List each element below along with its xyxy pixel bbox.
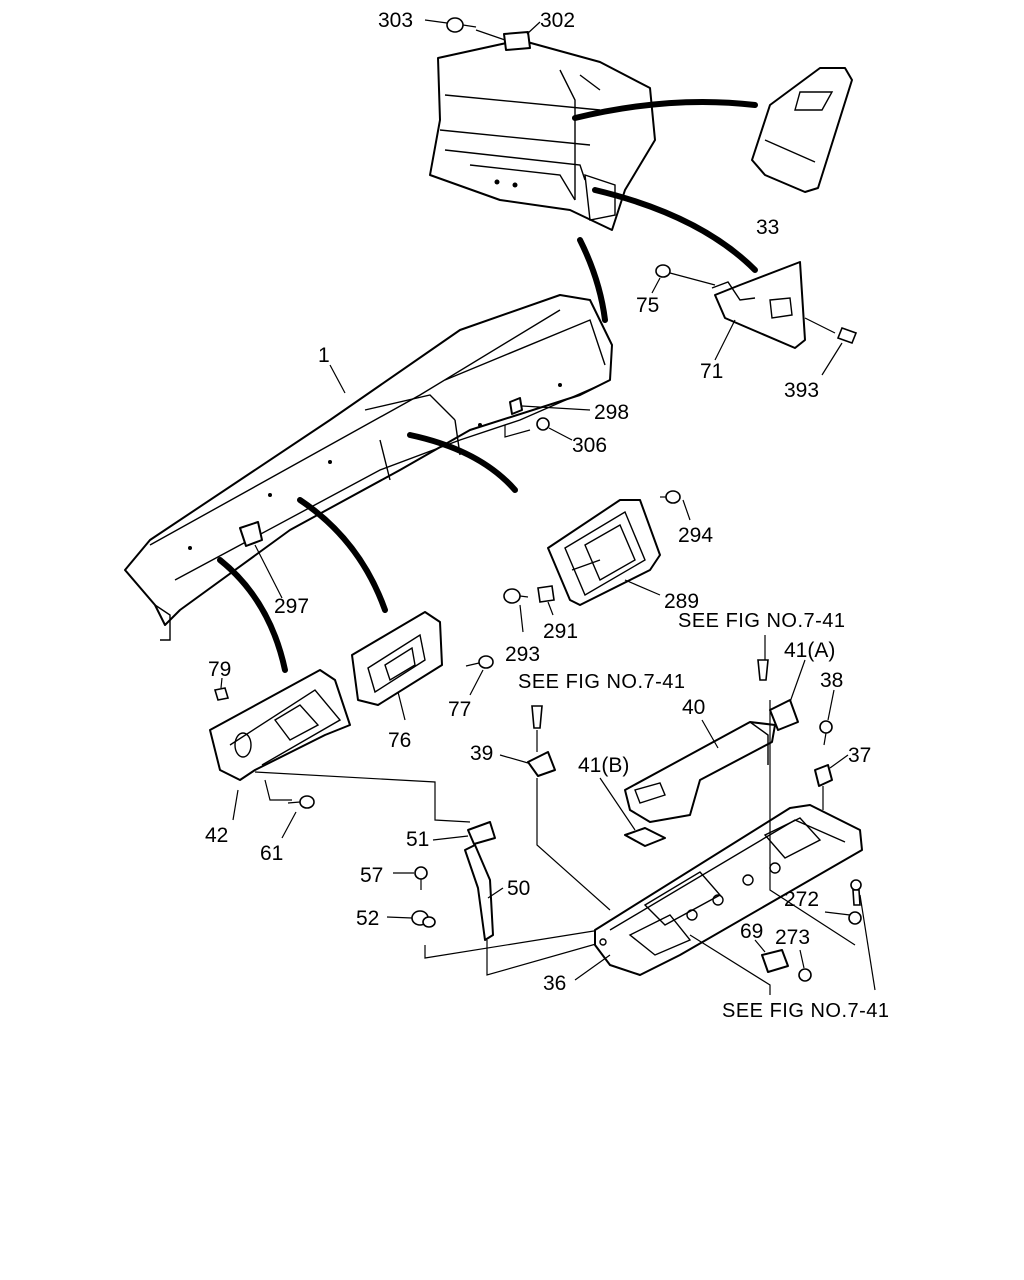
callout-297: 297 [274, 595, 309, 618]
callout-293: 293 [505, 643, 540, 666]
part-41a-screw [757, 659, 769, 681]
callout-41b: 41(B) [578, 754, 629, 777]
callout-302: 302 [540, 9, 575, 32]
part-41b-cap [624, 827, 666, 847]
callout-79: 79 [208, 658, 231, 681]
part-272-nut [848, 911, 862, 925]
part-273-plug [798, 968, 812, 982]
callout-289: 289 [664, 590, 699, 613]
callout-33: 33 [756, 216, 779, 239]
callout-41a: 41(A) [784, 639, 835, 662]
callout-50: 50 [507, 877, 530, 900]
callout-51: 51 [406, 828, 429, 851]
part-289-cluster-bezel [547, 499, 661, 606]
callout-294: 294 [678, 524, 713, 547]
part-51-bracket [467, 821, 496, 845]
part-272-screw [850, 879, 862, 906]
part-302-clip [503, 31, 531, 51]
part-39-clip [527, 751, 556, 777]
part-37-clip [814, 764, 833, 787]
callout-273: 273 [775, 926, 810, 949]
callout-272: 272 [784, 888, 819, 911]
part-79-nut [213, 687, 230, 701]
part-71-bracket [711, 261, 806, 349]
callout-291: 291 [543, 620, 578, 643]
see-fig-note-2: SEE FIG NO.7-41 [518, 671, 686, 693]
see-fig-note-3: SEE FIG NO.7-41 [722, 1000, 890, 1022]
callout-61: 61 [260, 842, 283, 865]
upper-dash-assembly [429, 39, 656, 231]
part-42-lower-cover [209, 669, 351, 781]
part-38-screw [819, 720, 833, 746]
part-69-clip [761, 949, 789, 973]
callout-40: 40 [682, 696, 705, 719]
part-291-clip [537, 585, 555, 603]
part-57-screw [414, 866, 428, 890]
callout-71: 71 [700, 360, 723, 383]
part-61-screw [287, 795, 315, 809]
callout-36: 36 [543, 972, 566, 995]
part-294-screw [660, 490, 681, 504]
callout-69: 69 [740, 920, 763, 943]
callout-38: 38 [820, 669, 843, 692]
part-298-clip [509, 397, 523, 415]
callout-306: 306 [572, 434, 607, 457]
part-77-screw [465, 655, 494, 669]
callout-76: 76 [388, 729, 411, 752]
part-293-bolt [503, 588, 521, 604]
part-52-nut [411, 910, 436, 928]
callout-75: 75 [636, 294, 659, 317]
see-fig-note-1: SEE FIG NO.7-41 [678, 610, 846, 632]
part-36-console [594, 804, 863, 976]
callout-298: 298 [594, 401, 629, 424]
part-50-stay [464, 844, 494, 941]
part-297-bracket [239, 521, 263, 547]
part-39-screw [531, 705, 543, 729]
callout-303: 303 [378, 9, 413, 32]
callout-57: 57 [360, 864, 383, 887]
callout-393: 393 [784, 379, 819, 402]
part-75-bolt [655, 264, 716, 286]
part-306-plug [536, 417, 550, 431]
part-41a-cap [769, 699, 799, 731]
part-303-screw [446, 17, 477, 33]
part-40-duct [624, 721, 776, 823]
callout-52: 52 [356, 907, 379, 930]
callout-42: 42 [205, 824, 228, 847]
part-76-switch-panel [351, 611, 443, 706]
part-393-clip [836, 326, 858, 345]
callout-1: 1 [318, 344, 330, 367]
callout-39: 39 [470, 742, 493, 765]
part-33-trim-panel [751, 67, 853, 193]
callout-37: 37 [848, 744, 871, 767]
callout-77: 77 [448, 698, 471, 721]
